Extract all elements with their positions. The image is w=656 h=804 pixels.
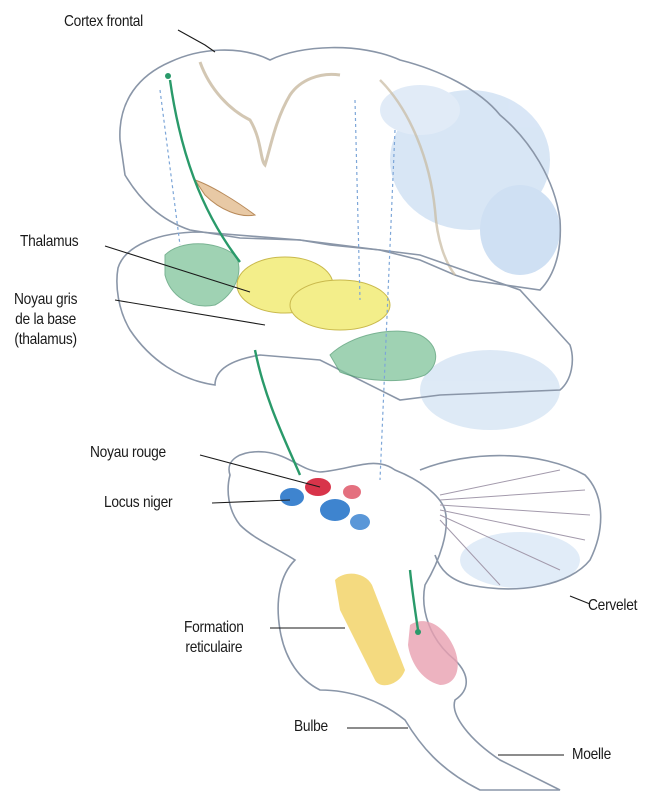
label-formation-reticulaire: Formation reticulaire xyxy=(184,618,244,658)
label-locus-niger: Locus niger xyxy=(104,493,172,513)
red-nucleus-small xyxy=(343,485,361,499)
cortex-gyrus-line xyxy=(200,62,340,165)
pathway-node xyxy=(165,73,171,79)
label-cervelet: Cervelet xyxy=(588,596,637,616)
label-noyau-rouge: Noyau rouge xyxy=(90,443,166,463)
reticular-formation-shape xyxy=(335,574,405,686)
label-noyau-gris-line3: (thalamus) xyxy=(14,330,77,350)
label-bulbe: Bulbe xyxy=(294,717,328,737)
brainstem-outline xyxy=(228,452,560,790)
ventricle-shape xyxy=(195,180,255,216)
label-noyau-gris-line2: de la base xyxy=(14,310,77,330)
label-noyau-gris-line1: Noyau gris xyxy=(14,290,77,310)
label-moelle: Moelle xyxy=(572,745,611,765)
label-thalamus: Thalamus xyxy=(20,232,78,252)
label-formation-line1: Formation xyxy=(184,618,244,638)
label-cortex-frontal: Cortex frontal xyxy=(64,12,143,32)
thalamus-shape xyxy=(237,257,390,330)
label-noyau-gris: Noyau gris de la base (thalamus) xyxy=(14,290,77,350)
label-formation-line2: reticulaire xyxy=(184,638,244,658)
pathway-node xyxy=(415,629,421,635)
